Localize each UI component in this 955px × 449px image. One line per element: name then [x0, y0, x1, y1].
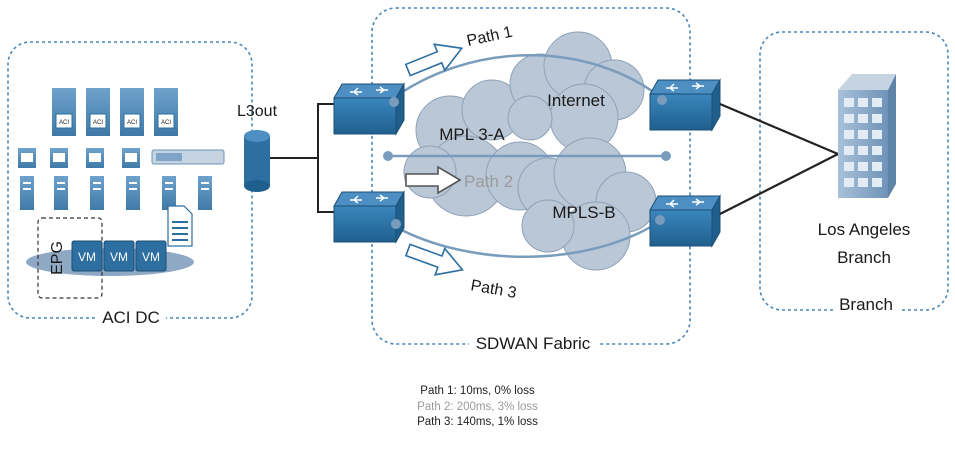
path-3-metric: Path 3: 140ms, 1% loss	[417, 416, 538, 428]
vm-chip: VM	[103, 240, 135, 272]
leaf-server-row	[18, 148, 212, 210]
path-1-label: Path 1	[465, 24, 514, 50]
branch-link	[719, 153, 839, 215]
svg-text:ACI: ACI	[127, 120, 137, 126]
internet-cloud	[507, 31, 645, 153]
aci-server-row: ACI ACI ACI ACI	[52, 88, 178, 136]
sdwan-edge-router-icon	[333, 82, 405, 136]
path-metrics-legend: Path 1: 10ms, 0% loss Path 2: 200ms, 3% …	[0, 384, 955, 431]
document-icon	[167, 205, 193, 247]
vm-chip: VM	[135, 240, 167, 272]
path-1-metric: Path 1: 10ms, 0% loss	[420, 385, 535, 397]
uplink-line	[270, 103, 336, 159]
server-icon	[162, 176, 176, 210]
server-icon	[54, 176, 68, 210]
svg-text:ACI: ACI	[161, 120, 171, 126]
server-icon	[20, 176, 34, 210]
aci-server-icon: ACI	[120, 88, 144, 136]
server-icon	[198, 176, 212, 210]
branch-building-icon	[838, 74, 896, 198]
svg-text:ACI: ACI	[93, 120, 103, 126]
sdwan-fabric-zone	[371, 7, 691, 345]
vm-chip: VM	[71, 240, 103, 272]
server-icon	[90, 176, 104, 210]
path-1-arrow-icon	[404, 43, 464, 77]
sdwan-fabric-label: SDWAN Fabric	[476, 334, 591, 353]
server-icon	[86, 148, 104, 168]
mpls-a-label: MPL 3-A	[439, 125, 505, 144]
server-icon	[18, 148, 36, 168]
server-icon	[50, 148, 68, 168]
path-2-arrow-icon	[405, 165, 462, 195]
sdwan-edge-router-icon	[649, 78, 721, 132]
svg-text:VM: VM	[78, 250, 96, 264]
branch-name-line2: Branch	[837, 248, 891, 267]
aci-server-icon: ACI	[52, 88, 76, 136]
controller-appliance-icon	[151, 149, 225, 165]
branch-link	[719, 102, 839, 156]
l3out-label: L3out	[237, 103, 278, 120]
sdwan-edge-router-icon	[333, 190, 405, 244]
svg-text:VM: VM	[142, 250, 160, 264]
server-icon	[126, 176, 140, 210]
path-3-label: Path 3	[469, 277, 518, 302]
internet-label: Internet	[547, 91, 605, 110]
uplink-line	[317, 158, 336, 213]
aci-server-icon: ACI	[86, 88, 110, 136]
svg-text:ACI: ACI	[59, 120, 69, 126]
sdwan-edge-router-icon	[649, 194, 721, 248]
path-2-label: Path 2	[464, 172, 513, 191]
path-2-metric: Path 2: 200ms, 3% loss	[417, 400, 538, 413]
path-1-line	[387, 54, 665, 103]
aci-dc-label: ACI DC	[102, 308, 160, 327]
server-icon	[122, 148, 140, 168]
path-3-line	[393, 218, 663, 258]
epg-label: EPG	[49, 241, 66, 275]
svg-text:VM: VM	[110, 250, 128, 264]
l3out-router-icon	[244, 130, 270, 192]
path-3-arrow-icon	[404, 243, 464, 276]
mpls-b-label: MPLS-B	[552, 203, 615, 222]
branch-zone-label: Branch	[839, 295, 893, 314]
aci-server-icon: ACI	[154, 88, 178, 136]
branch-name-line1: Los Angeles	[818, 220, 911, 239]
network-diagram: ACI DC SDWAN Fabric Branch ACI ACI ACI A…	[7, 7, 949, 354]
